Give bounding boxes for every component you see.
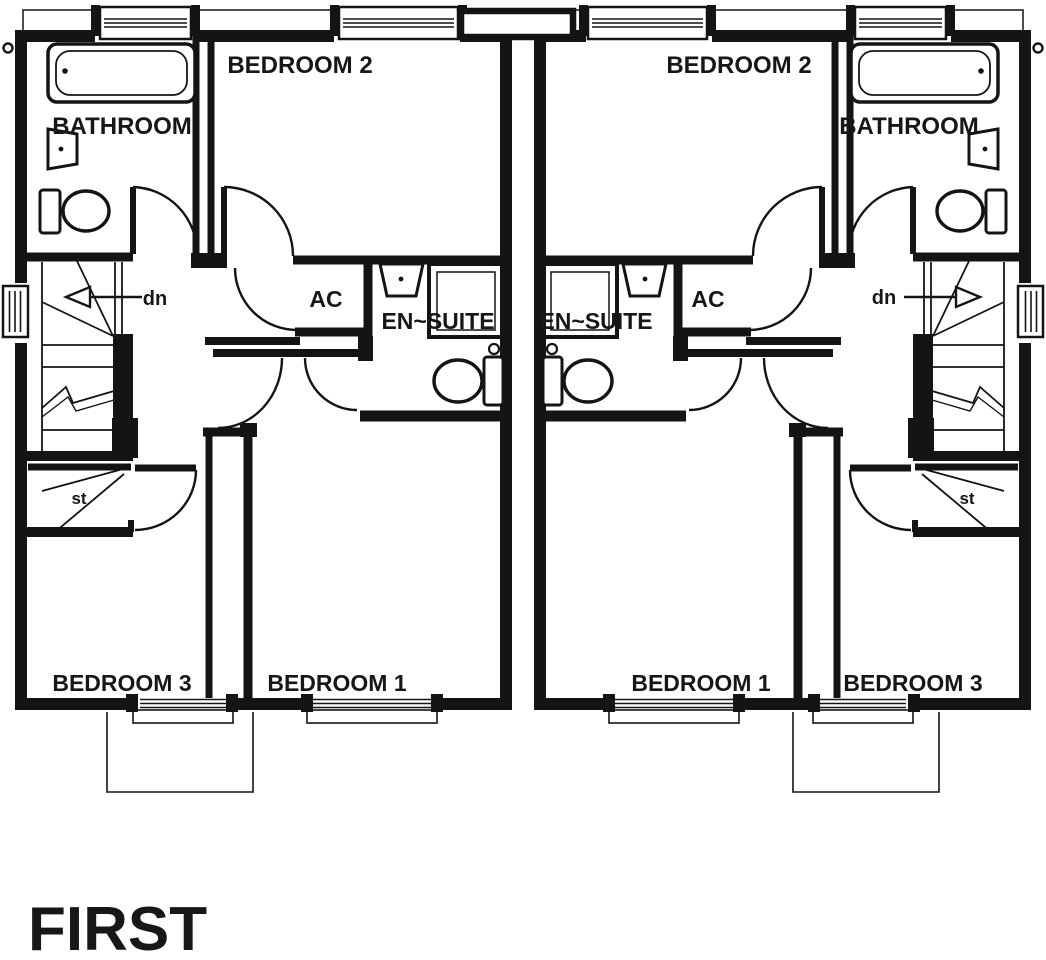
- room-label-bedroom3-right: BEDROOM 3: [843, 670, 982, 696]
- store-label-st-left: st: [71, 489, 86, 508]
- store-label-st-right: st: [959, 489, 974, 508]
- stairs-label-dn-left: dn: [143, 288, 167, 310]
- stairs-label-dn-right: dn: [872, 287, 896, 309]
- room-label-bathroom-left: BATHROOM: [52, 113, 192, 140]
- room-label-bedroom1-right: BEDROOM 1: [631, 670, 771, 696]
- room-label-bedroom1-left: BEDROOM 1: [267, 670, 407, 696]
- room-label-bathroom-right: BATHROOM: [839, 113, 979, 140]
- room-label-ensuite-left: EN~SUITE: [381, 308, 494, 334]
- room-label-bedroom2-right: BEDROOM 2: [666, 52, 811, 79]
- room-label-ac-right: AC: [691, 286, 724, 312]
- room-label-ensuite-right: EN~SUITE: [539, 308, 652, 334]
- party-wall-header: [457, 7, 577, 41]
- right-house-labels: BEDROOM 2 BATHROOM AC EN~SUITE dn st BED…: [539, 52, 982, 696]
- room-label-ac-left: AC: [309, 286, 342, 312]
- left-house-labels: BATHROOM BEDROOM 2 AC EN~SUITE dn st BED…: [52, 52, 494, 696]
- room-label-bedroom2-left: BEDROOM 2: [227, 52, 372, 79]
- floor-title: FIRST: [28, 895, 207, 960]
- room-label-bedroom3-left: BEDROOM 3: [52, 670, 191, 696]
